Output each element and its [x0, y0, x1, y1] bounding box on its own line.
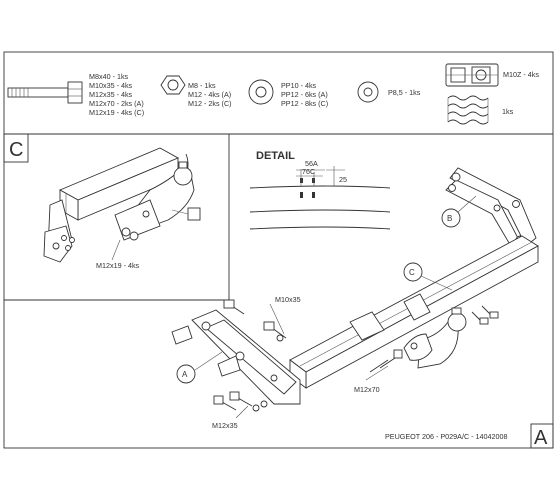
- nut-spec-1: M8 - 1ks: [188, 81, 216, 90]
- sheet-letter: A: [534, 427, 548, 449]
- washer-pp-spec-2: PP12 - 6ks (A): [281, 90, 328, 99]
- clamp-spec: M10Z - 4ks: [503, 70, 539, 79]
- small-washer-icon: [357, 81, 379, 103]
- nut-spec-3: M12 - 2ks (C): [188, 99, 232, 108]
- washer-icon: [248, 79, 274, 105]
- model-label: PEUGEOT 206 - P029A/C - 14042008: [385, 432, 508, 441]
- bolt-icon: [7, 81, 83, 104]
- callout-c: [403, 262, 423, 282]
- washer-p-spec: P8,5 - 1ks: [388, 88, 421, 97]
- bolt-spec-1: M8x40 - 1ks: [89, 72, 129, 81]
- right-bolt-group: [471, 305, 499, 325]
- view-c-bolt-label: M12x19 - 4ks: [96, 261, 140, 270]
- detail-dim-76: 76C: [302, 167, 315, 176]
- bolt-spec-4: M12x70 - 2ks (A): [89, 99, 144, 108]
- bolt-spec-3: M12x35 - 4ks: [89, 90, 133, 99]
- drawing-frame: [3, 51, 554, 449]
- callout-a: [176, 364, 196, 384]
- m12x70-label: M12x70: [354, 385, 380, 394]
- callout-a-label: A: [182, 370, 188, 379]
- detail-title: DETAIL: [256, 150, 295, 162]
- view-c-letter-box: [3, 133, 29, 163]
- hex-nut-icon: [160, 75, 186, 95]
- spring-icon: [447, 95, 489, 125]
- washer-pp-spec-3: PP12 - 8ks (C): [281, 99, 328, 108]
- callout-c-label: C: [409, 268, 415, 277]
- bolt-spec-5: M12x19 - 4ks (C): [89, 108, 144, 117]
- bolt-spec-2: M10x35 - 4ks: [89, 81, 133, 90]
- washer-pp-spec-1: PP10 - 4ks: [281, 81, 317, 90]
- detail-dim-56: 56A: [305, 159, 318, 168]
- nut-spec-2: M12 - 4ks (A): [188, 90, 231, 99]
- view-c-letter: C: [9, 139, 23, 161]
- m12x35-label: M12x35: [212, 421, 238, 430]
- left-bolt-group: [213, 299, 403, 412]
- callout-b: [441, 208, 461, 228]
- main-hitch-assembly: [171, 167, 539, 419]
- spring-spec: 1ks: [502, 107, 514, 116]
- footer-letter-box: [530, 423, 554, 449]
- callout-b-label: B: [447, 214, 452, 223]
- clamp-icon: [445, 63, 499, 87]
- view-c-hitch-sketch: [43, 147, 201, 263]
- detail-dim-25: 25: [339, 175, 347, 184]
- detail-sketch: [249, 166, 391, 230]
- m10x35-label: M10x35: [275, 295, 301, 304]
